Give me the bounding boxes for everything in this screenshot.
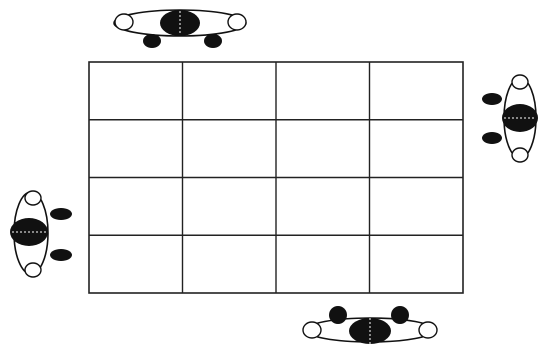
person-left-top-hand — [25, 191, 41, 205]
person-right-bottom-hand — [512, 148, 528, 162]
person-right-bottom-foot — [482, 132, 502, 144]
person-bottom-left-hand — [303, 322, 321, 338]
person-top-left-foot — [143, 34, 161, 48]
person-left-bottom-foot — [50, 249, 72, 261]
person-top-right-foot — [204, 34, 222, 48]
person-top-left-hand — [115, 14, 133, 30]
person-right-top-hand — [512, 75, 528, 89]
person-bottom-right-foot — [391, 306, 409, 324]
board-grid — [89, 62, 463, 293]
person-left-top-foot — [50, 208, 72, 220]
person-top-right-hand — [228, 14, 246, 30]
person-bottom-right-hand — [419, 322, 437, 338]
person-left-bottom-hand — [25, 263, 41, 277]
person-bottom-left-foot — [329, 306, 347, 324]
person-right-top-foot — [482, 93, 502, 105]
